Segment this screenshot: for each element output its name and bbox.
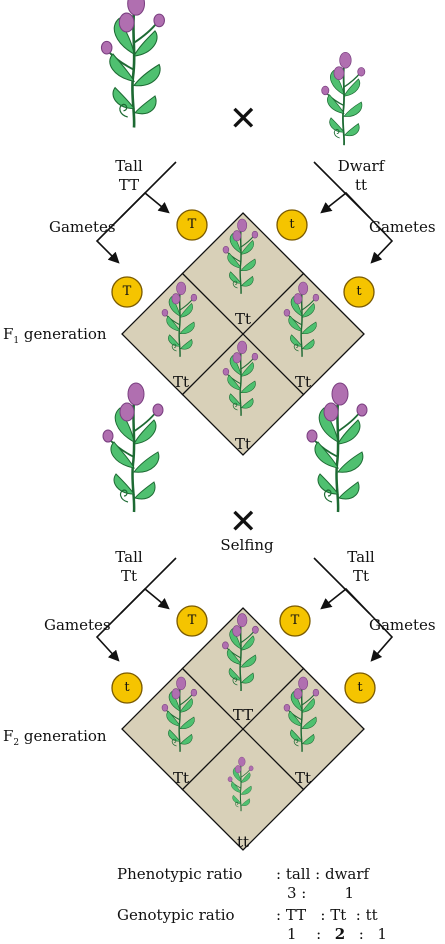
gamete-circle — [111, 276, 143, 308]
f2-generation-label: F2 generation — [3, 727, 107, 748]
gamete-allele: t — [289, 217, 295, 232]
gamete-circle — [279, 605, 311, 637]
gamete-circle — [176, 605, 208, 637]
pea-plant-icon — [100, 0, 166, 129]
f2-parent-right-genotype: Tt — [352, 567, 370, 585]
gamete-circle — [111, 672, 143, 704]
pea-plant-icon — [305, 381, 369, 514]
f1-cell-genotype: Tt — [172, 373, 190, 391]
f1-parent-left-genotype: TT — [118, 176, 140, 194]
gamete-allele: t — [357, 680, 363, 695]
phenotypic-ratio-label: Phenotypic ratio — [117, 865, 243, 883]
gamete-circle — [276, 209, 308, 241]
f2-cell-genotype: Tt — [294, 769, 312, 787]
phenotypic-ratio-values: 3 : 1 — [287, 884, 355, 902]
f2-cell-genotype: TT — [232, 706, 254, 724]
f1-gametes-left-label: Gametes — [49, 218, 116, 236]
genotypic-value: 1 — [287, 925, 297, 943]
f2-cell-genotype: tt — [236, 833, 250, 851]
gamete-allele: t — [356, 284, 362, 299]
gamete-allele: T — [290, 613, 300, 628]
gamete-allele: T — [187, 217, 197, 232]
f2-gamete-connectors — [95, 557, 394, 662]
f2-gametes-left-label: Gametes — [44, 616, 111, 634]
gamete-allele: t — [124, 680, 130, 695]
genotypic-sep: : — [358, 925, 364, 943]
f2-parent-right-phenotype: Tall — [347, 548, 375, 566]
gamete-circle — [343, 276, 375, 308]
pea-plant-icon — [320, 51, 366, 147]
genotypic-sep: : — [316, 925, 322, 943]
f1-parent-right-genotype: tt — [354, 176, 368, 194]
f1-gametes-right-label: Gametes — [369, 218, 436, 236]
f1-cell-genotype: Tt — [234, 435, 252, 453]
f2-cell-genotype: Tt — [172, 769, 190, 787]
genotypic-ratio-values: 1 : 2 : 1 — [287, 925, 387, 944]
f1-parent-right-phenotype: Dwarf — [337, 157, 385, 175]
f2-parent-left-phenotype: Tall — [115, 548, 143, 566]
gamete-circle — [176, 209, 208, 241]
gamete-allele: T — [187, 613, 197, 628]
f1-gamete-connectors — [95, 161, 394, 264]
f1-cell-genotype: Tt — [294, 373, 312, 391]
f1-punnett-square — [121, 212, 365, 456]
gamete-allele: T — [122, 284, 132, 299]
gamete-circle — [344, 672, 376, 704]
genotypic-value: 1 — [377, 925, 387, 943]
f1-cell-genotype: Tt — [234, 310, 252, 328]
genotypic-value: 2 — [334, 925, 346, 943]
cross-icon: ✕ — [229, 99, 258, 139]
f2-punnett-square — [121, 607, 365, 851]
selfing-label: Selfing — [220, 536, 274, 554]
genotypic-ratio-label: Genotypic ratio — [117, 906, 235, 924]
phenotypic-ratio-classes: : tall : dwarf — [276, 865, 370, 883]
pea-plant-icon — [101, 381, 165, 514]
f2-gametes-right-label: Gametes — [369, 616, 436, 634]
f1-generation-label: F1 generation — [3, 325, 107, 346]
f1-parent-left-phenotype: Tall — [115, 157, 143, 175]
f2-parent-left-genotype: Tt — [120, 567, 138, 585]
genotypic-ratio-classes: : TT : Tt : tt — [276, 906, 378, 924]
cross-icon: ✕ — [229, 502, 258, 542]
